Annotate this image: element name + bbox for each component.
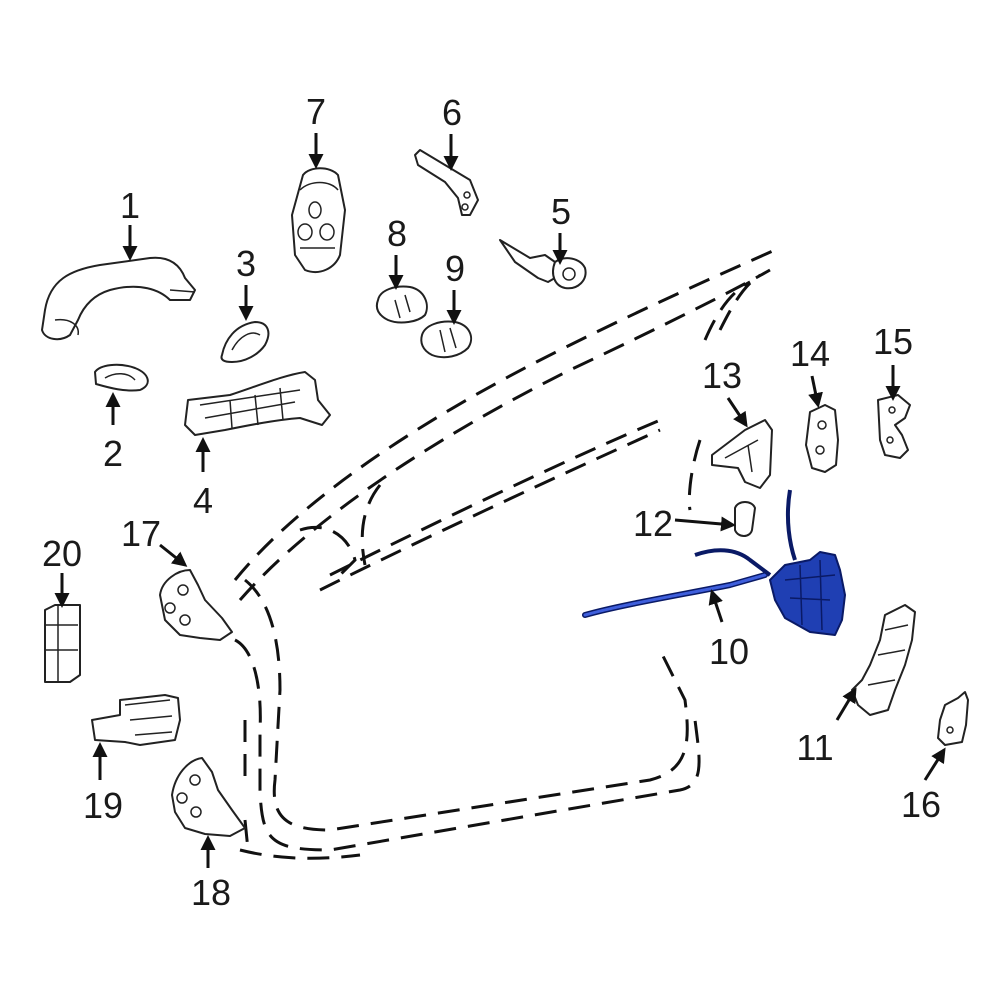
- part-17-upper-hinge: [159, 569, 233, 641]
- part-16-plate: [937, 691, 969, 746]
- callout-5: 5: [551, 191, 571, 232]
- callout-14: 14: [790, 333, 830, 374]
- part-3-cap: [220, 321, 270, 363]
- part-9-cap: [420, 320, 473, 359]
- part-19-check-strap: [91, 694, 181, 746]
- callout-16: 16: [901, 784, 941, 825]
- callout-12: 12: [633, 503, 673, 544]
- callout-19: 19: [83, 785, 123, 826]
- part-13-striker: [711, 419, 773, 489]
- part-14-plate: [805, 404, 839, 473]
- callout-13: 13: [702, 355, 742, 396]
- callout-3: 3: [236, 243, 256, 284]
- callout-2: 2: [103, 433, 123, 474]
- callout-15: 15: [873, 321, 913, 362]
- part-4-handle-carrier: [184, 371, 331, 436]
- part-7-key-fob: [291, 167, 346, 274]
- part-2-handle-cover: [94, 363, 149, 392]
- part-6-bracket: [414, 149, 479, 216]
- part-15-bracket: [877, 394, 911, 459]
- part-18-lower-hinge: [171, 757, 246, 837]
- callout-17: 17: [121, 513, 161, 554]
- callout-6: 6: [442, 92, 462, 133]
- part-10-lock-actuator: [582, 489, 846, 636]
- callout-arrows: [54, 133, 946, 868]
- part-20-block: [44, 604, 81, 683]
- callout-20: 20: [42, 533, 82, 574]
- part-1-outside-handle: [41, 256, 196, 341]
- callout-11: 11: [796, 727, 833, 768]
- callout-10: 10: [709, 631, 749, 672]
- callout-9: 9: [445, 248, 465, 289]
- door-frame-outline: [233, 248, 776, 860]
- callout-labels: 1 2 3 4 5 6 7 8 9 10 11 12 13 14 15 16 1…: [42, 91, 941, 913]
- callout-4: 4: [193, 480, 213, 521]
- part-11-lock-cover: [851, 604, 916, 716]
- callout-7: 7: [306, 91, 326, 132]
- part-12-cover: [734, 501, 756, 537]
- callout-8: 8: [387, 213, 407, 254]
- callout-1: 1: [120, 185, 140, 226]
- callout-18: 18: [191, 872, 231, 913]
- part-8-cap: [375, 285, 428, 324]
- part-5-lock-cylinder: [499, 239, 587, 290]
